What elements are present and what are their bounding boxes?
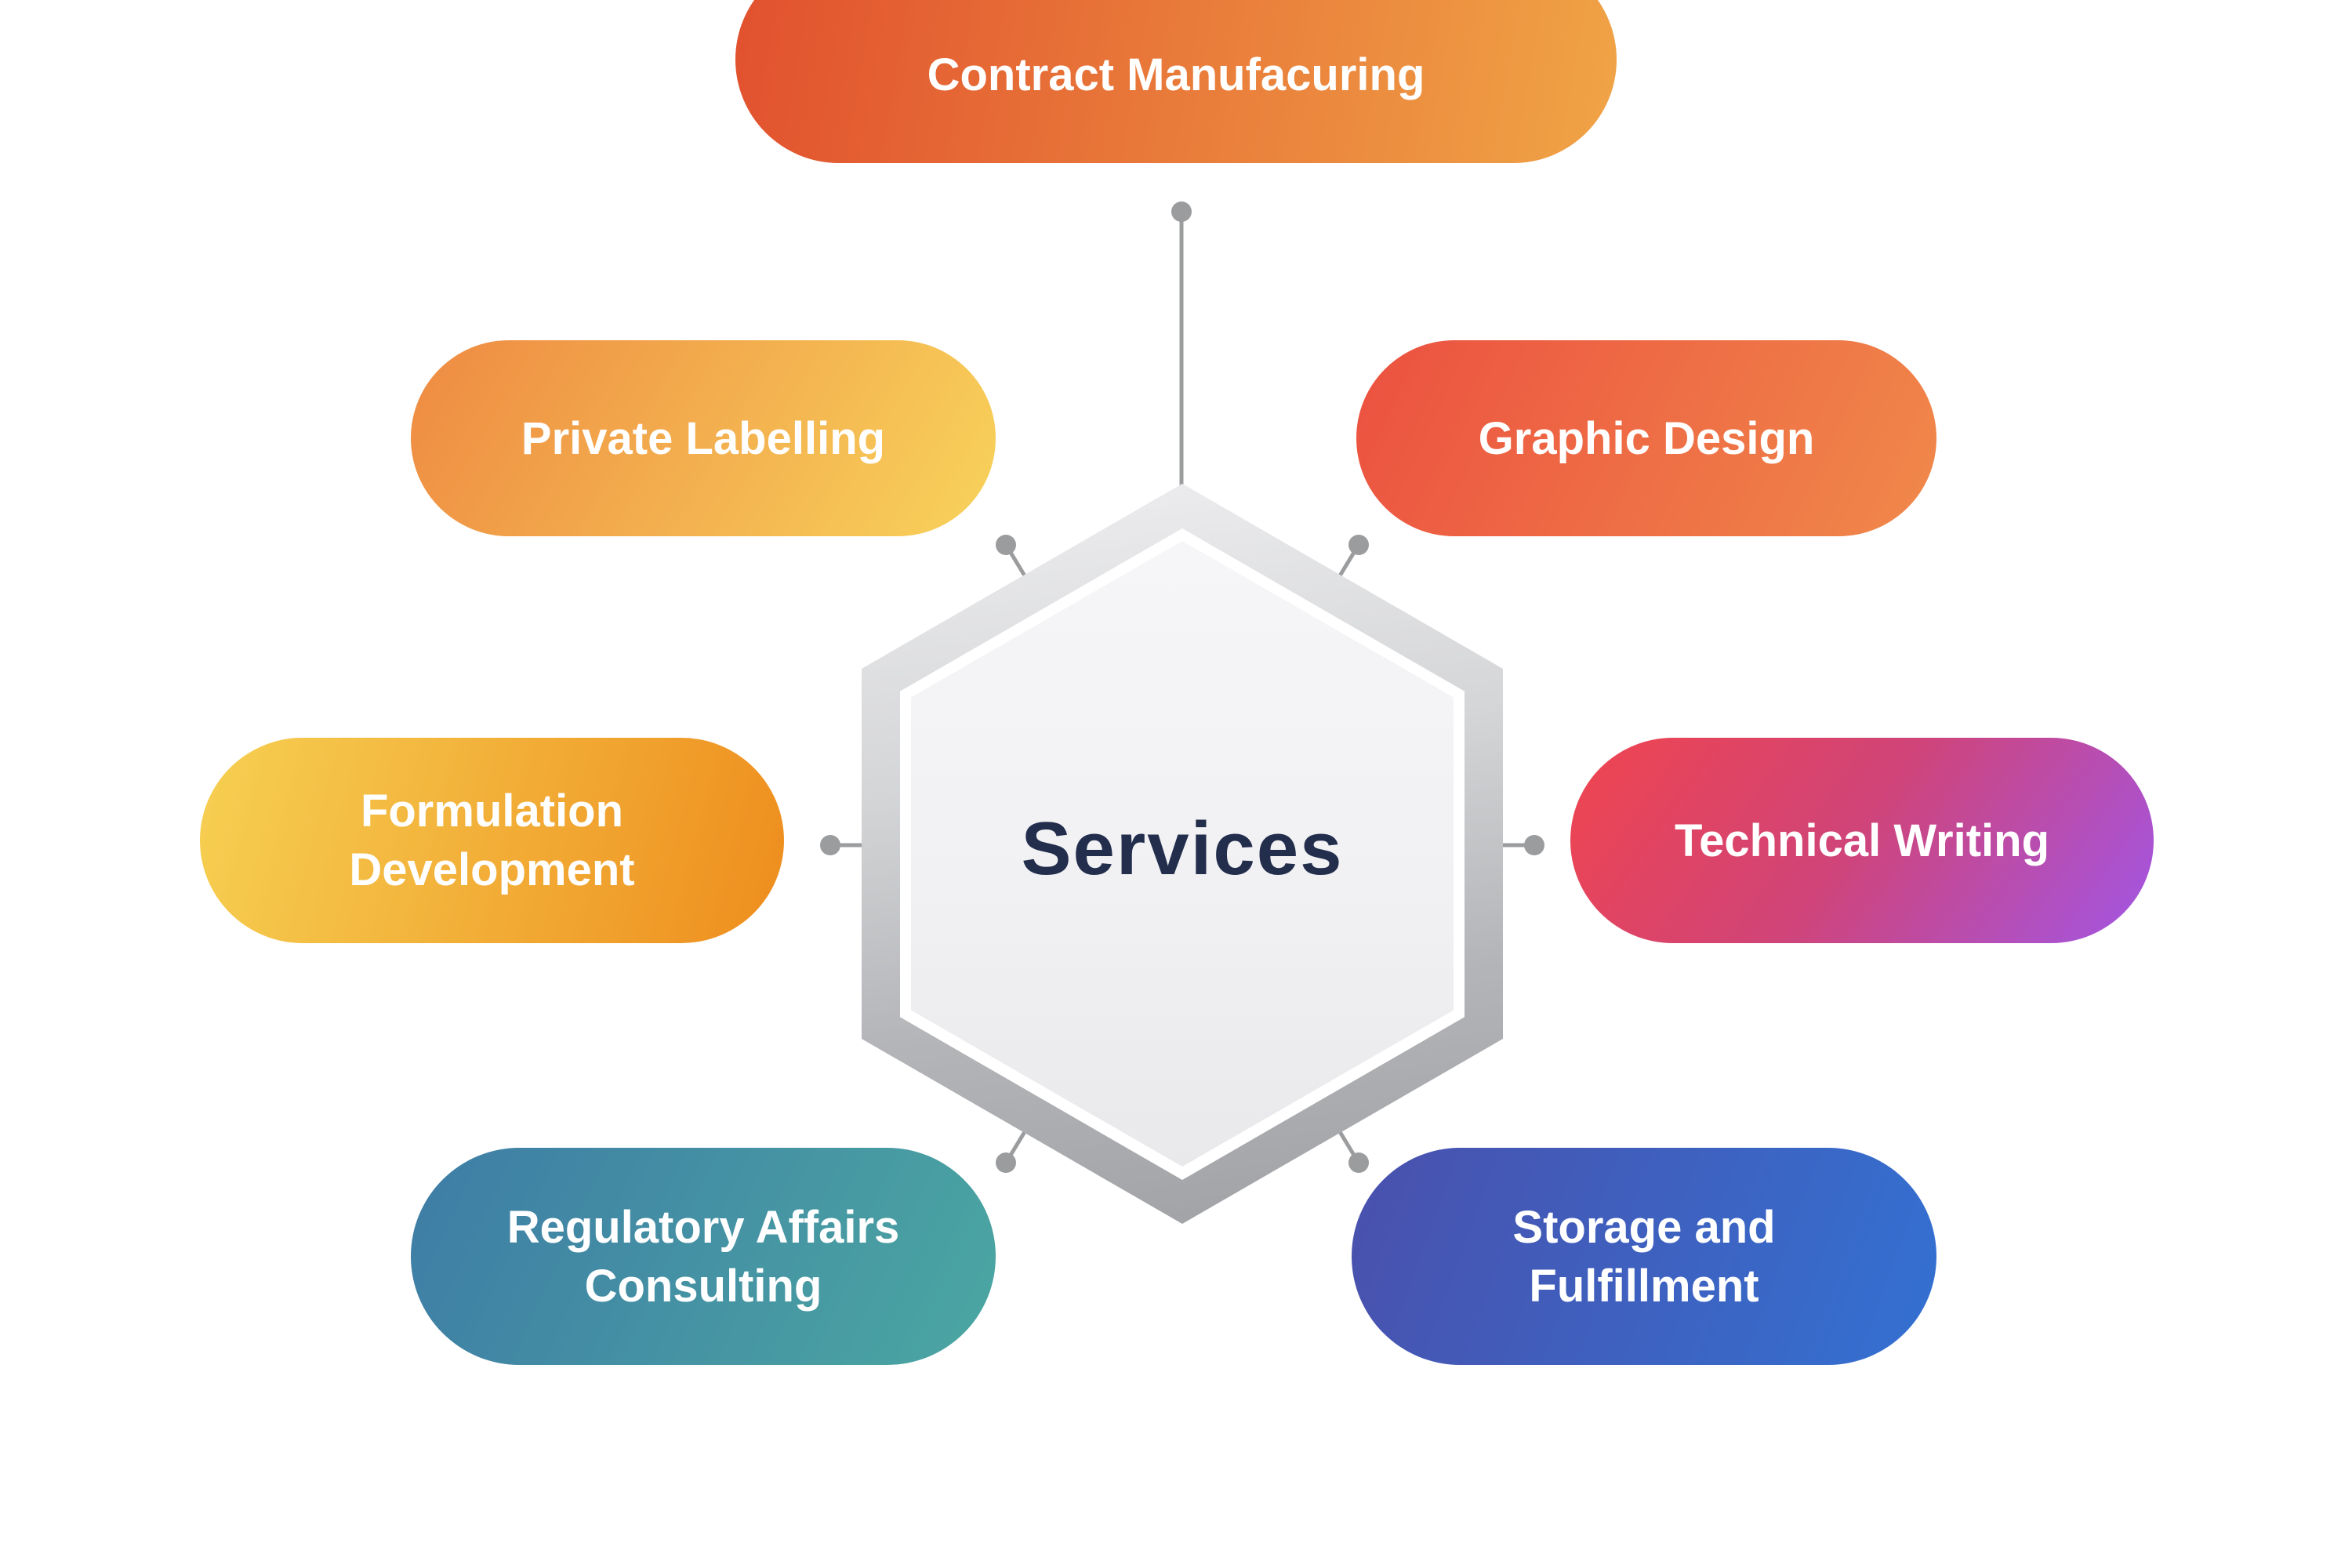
node-label: Formulation [360, 786, 624, 837]
center-title: Services [1021, 807, 1344, 891]
node-pill-regulatory-affairs-consulting: Regulatory Affairs Consulting [411, 1148, 996, 1365]
node-label: Regulatory Affairs [506, 1201, 900, 1253]
node-label: Fulfillment [1529, 1260, 1759, 1312]
node-label: Graphic Design [1478, 412, 1815, 464]
connector-lower-left [996, 1129, 1028, 1173]
connector-upper-right [1337, 535, 1369, 579]
node-label: Contract Manufacuring [927, 49, 1425, 100]
node-label: Development [349, 844, 635, 895]
connector-left [820, 835, 863, 855]
connector-lower-right [1337, 1129, 1369, 1173]
node-pill-contract-manufacturing: Contract Manufacuring [735, 0, 1617, 163]
node-pill-graphic-design: Graphic Design [1356, 340, 1936, 536]
connector-upper-left [996, 535, 1028, 579]
connector-top [1171, 201, 1192, 488]
node-pill-storage-and-fulfillment: Storage and Fulfillment [1352, 1148, 1936, 1365]
node-label: Private Labelling [521, 412, 886, 464]
connector-right [1501, 835, 1544, 855]
node-pill-formulation-development: Formulation Development [200, 738, 784, 943]
hexagon-inner [911, 541, 1454, 1167]
node-label: Storage and [1512, 1201, 1776, 1253]
node-pill-technical-writing: Technical Writing [1570, 738, 2154, 943]
node-label: Consulting [584, 1260, 822, 1312]
node-label: Technical Writing [1674, 815, 2050, 866]
node-pill-private-labelling: Private Labelling [411, 340, 996, 536]
